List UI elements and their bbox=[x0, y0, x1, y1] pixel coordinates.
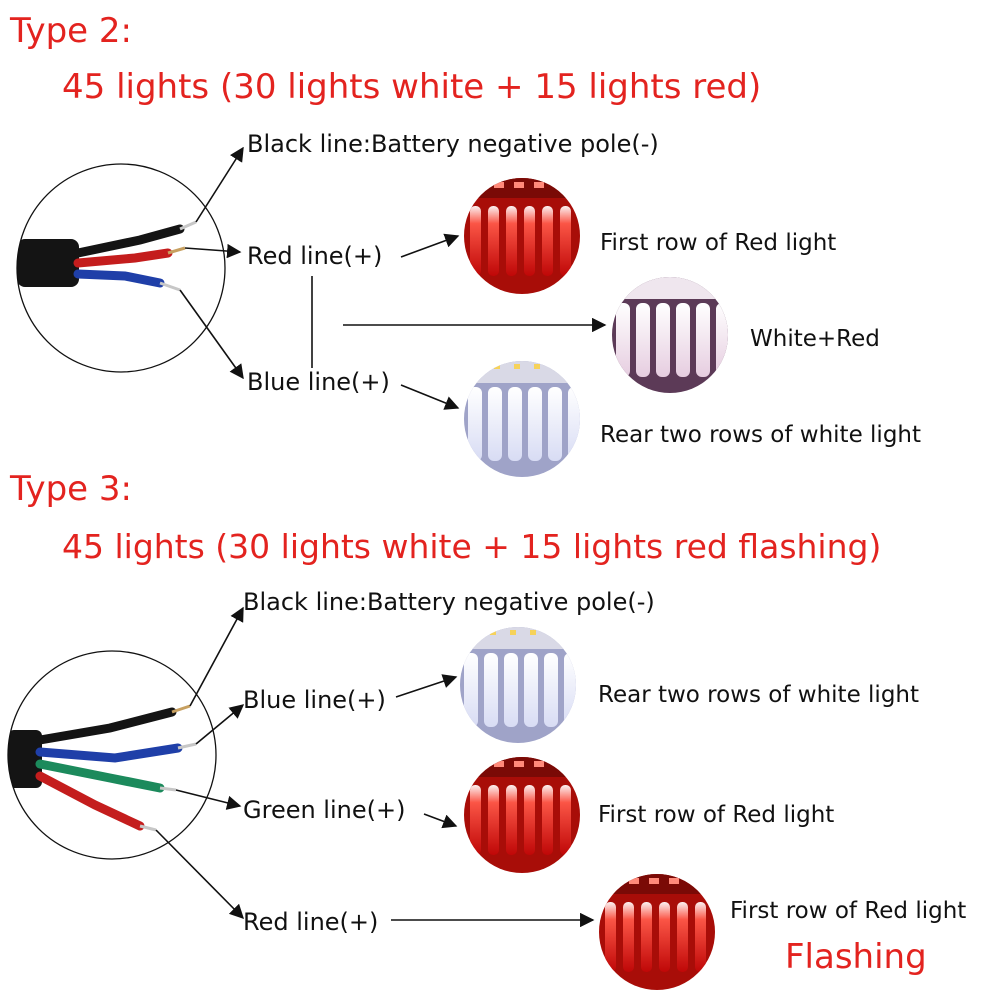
type2-red-line-label: Red line(+) bbox=[247, 242, 382, 270]
type3-black-line-label: Black line:Battery negative pole(-) bbox=[243, 588, 655, 616]
type3-subtitle: 45 lights (30 lights white + 15 lights r… bbox=[62, 527, 881, 566]
type2-white-light-label: Rear two rows of white light bbox=[600, 422, 921, 448]
type2-cable-closeup bbox=[16, 163, 226, 373]
type3-flashing-label: Flashing bbox=[785, 937, 927, 977]
type3-cable-closeup bbox=[7, 650, 217, 860]
type3-flashing-light-photo bbox=[599, 874, 715, 990]
type3-red-light-photo bbox=[464, 757, 580, 873]
type2-white-light-photo bbox=[464, 361, 580, 477]
type3-white-light-photo bbox=[460, 627, 576, 743]
type3-blue-line-label: Blue line(+) bbox=[243, 686, 386, 714]
type3-red-line-label: Red line(+) bbox=[243, 908, 378, 936]
type2-red-light-photo bbox=[464, 178, 580, 294]
type3-title: Type 3: bbox=[9, 469, 132, 509]
type3-flashing-light-label: First row of Red light bbox=[730, 898, 966, 924]
type3-white-light-label: Rear two rows of white light bbox=[598, 682, 919, 708]
type2-mixed-light-photo bbox=[612, 277, 728, 393]
type2-subtitle: 45 lights (30 lights white + 15 lights r… bbox=[62, 67, 761, 107]
type2-mixed-light-label: White+Red bbox=[750, 326, 880, 352]
type3-red-light-label: First row of Red light bbox=[598, 802, 834, 828]
type2-title: Type 2: bbox=[9, 11, 132, 51]
type2-red-light-label: First row of Red light bbox=[600, 230, 836, 256]
type2-blue-line-label: Blue line(+) bbox=[247, 368, 390, 396]
type3-green-line-label: Green line(+) bbox=[243, 796, 405, 824]
type2-black-line-label: Black line:Battery negative pole(-) bbox=[247, 130, 659, 158]
